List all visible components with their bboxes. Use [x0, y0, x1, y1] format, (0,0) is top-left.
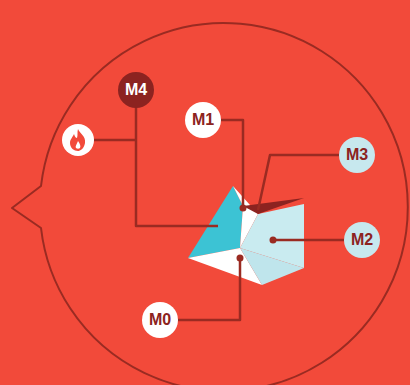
leader-line	[221, 120, 243, 208]
icon-circle	[62, 124, 94, 156]
leader-line	[258, 155, 339, 210]
callout-circle: M0	[142, 302, 178, 338]
circle-shape	[118, 72, 154, 108]
circle-shape	[142, 302, 178, 338]
circle-shape	[339, 137, 375, 173]
gem-facet	[188, 186, 243, 258]
leader-lines	[94, 104, 344, 320]
leader-line	[94, 139, 136, 142]
leader-dot	[237, 255, 244, 262]
gem-facet	[243, 198, 304, 214]
callout-circle: M4	[118, 72, 154, 108]
speech-bubble	[12, 23, 408, 385]
callout-number: M3	[346, 147, 368, 163]
callout-number: M2	[351, 232, 373, 248]
circle-shape	[344, 222, 380, 258]
leader-line	[136, 104, 218, 226]
gem	[188, 186, 304, 285]
flame	[70, 129, 85, 151]
leader-line	[178, 258, 240, 320]
circle-shape	[185, 102, 221, 138]
callout-circle: M2	[344, 222, 380, 258]
callout-number: M0	[149, 312, 171, 328]
fire-icon	[62, 124, 94, 156]
callout-circle: M3	[339, 137, 375, 173]
leader-line	[273, 239, 344, 242]
leader-dot	[240, 205, 247, 212]
gem-facet	[240, 204, 304, 268]
callout-circle: M1	[185, 102, 221, 138]
leader-dot	[270, 237, 277, 244]
callout-number: M4	[125, 82, 147, 98]
leader-dots	[237, 205, 277, 262]
callout-number: M1	[192, 112, 214, 128]
flame-core	[76, 141, 81, 149]
